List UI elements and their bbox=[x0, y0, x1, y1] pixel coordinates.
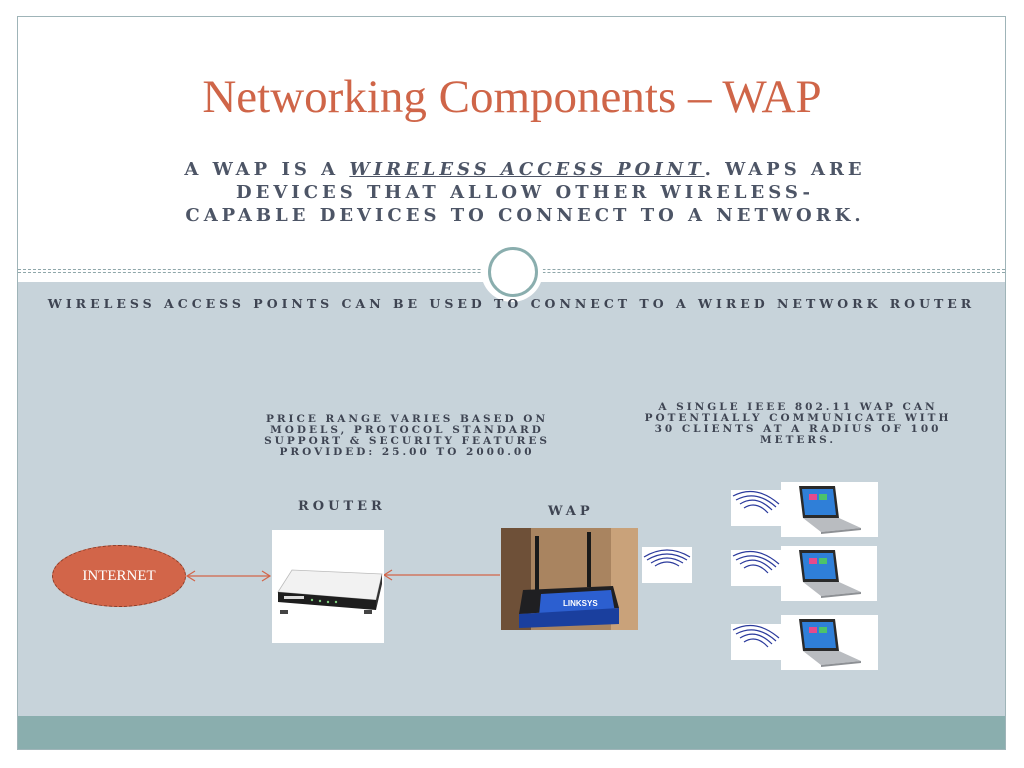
client-signal-icon bbox=[731, 490, 781, 526]
arrow-wap-router bbox=[382, 569, 500, 581]
router-label: ROUTER bbox=[298, 499, 386, 514]
price-note: PRICE RANGE VARIES BASED ON MODELS, PROT… bbox=[264, 413, 550, 458]
arrow-internet-router bbox=[185, 570, 272, 582]
internet-label: INTERNET bbox=[82, 567, 156, 584]
client-signal-icon bbox=[731, 624, 781, 660]
footer-band bbox=[18, 716, 1005, 749]
router-image bbox=[272, 530, 384, 643]
laptop-icon bbox=[781, 482, 878, 537]
client-signal-icon bbox=[731, 550, 781, 586]
range-note: A SINGLE IEEE 802.11 WAP CAN POTENTIALLY… bbox=[644, 401, 952, 446]
band-caption: WIRELESS ACCESS POINTS CAN BE USED TO CO… bbox=[47, 296, 976, 311]
laptop-icon bbox=[781, 546, 877, 601]
wap-brand: LINKSYS bbox=[563, 599, 598, 608]
wap-signal-icon bbox=[642, 547, 692, 583]
subtitle-text-1: A WAP IS A bbox=[184, 159, 350, 180]
subtitle-emphasis: WIRELESS ACCESS POINT bbox=[349, 159, 705, 180]
wap-image: LINKSYS bbox=[501, 528, 638, 630]
divider-circle-ring bbox=[488, 247, 538, 297]
internet-node: INTERNET bbox=[52, 545, 186, 607]
laptop-icon bbox=[781, 615, 878, 670]
wap-label: WAP bbox=[548, 504, 594, 519]
subtitle-text-2: . WAPS ARE DEVICES THAT ALLOW OTHER WIRE… bbox=[185, 159, 866, 226]
slide-title: Networking Components – WAP bbox=[202, 71, 822, 123]
slide-subtitle: A WAP IS A WIRELESS ACCESS POINT. WAPS A… bbox=[180, 158, 870, 227]
